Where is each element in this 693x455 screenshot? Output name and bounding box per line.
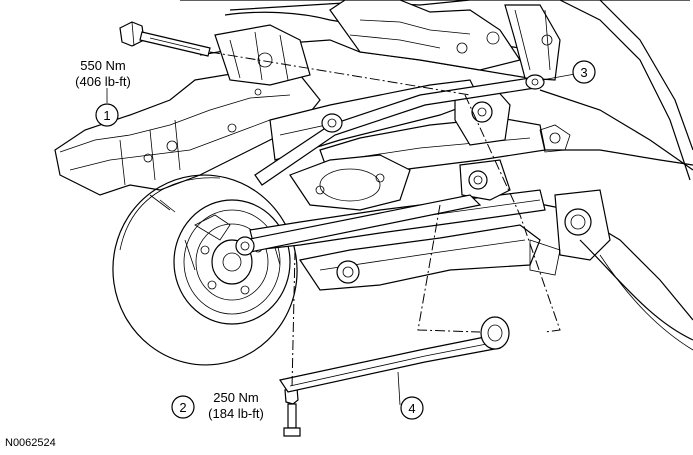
callout-1-circle [95,103,119,127]
lower-arm-4 [279,316,510,393]
alignment-lines [209,51,561,389]
callout-1: 550 Nm (406 lb-ft) 1 [75,58,131,127]
callout-2-number: 2 [179,400,186,415]
bolt-1 [119,21,211,57]
callout-3-number: 3 [580,65,587,80]
callout-3-circle [572,60,596,84]
leader-lines [106,73,576,406]
callout-1-torque-nm: 550 Nm [80,58,126,73]
bolt-2 [283,387,301,437]
track-bar [235,194,482,256]
figure-reference: N0062524 [5,437,56,449]
callout-4-number: 4 [408,401,415,416]
callout-2-circle [171,395,195,419]
callout-2-torque-nm: 250 Nm [213,390,259,405]
callout-1-torque-lbft: (406 lb-ft) [75,74,131,89]
callout-4: 4 [400,396,424,420]
callout-3: 3 [572,60,596,84]
callout-1-number: 1 [103,108,110,123]
callout-4-circle [400,396,424,420]
brake-assembly [112,174,298,366]
vehicle-frame [180,0,693,351]
upper-link [254,74,545,186]
callout-2-torque-lbft: (184 lb-ft) [208,406,264,421]
callout-2: 2 250 Nm (184 lb-ft) [171,390,264,421]
left-crossmember [54,24,321,213]
